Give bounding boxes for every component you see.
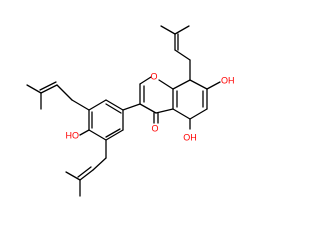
- carbonyl-bond: [153, 112, 159, 124]
- prenyl-chain-c3prime: [26, 81, 90, 111]
- hydroxyl-4prime-label: HO: [66, 130, 80, 140]
- ring-b-bonds: [88, 99, 124, 141]
- chemical-structure: O O OH OH HO: [26, 25, 235, 197]
- atom-labels: O O OH OH HO: [66, 71, 235, 142]
- prenyl-chain-c8: [160, 25, 191, 81]
- ring-c-bonds: [139, 76, 174, 114]
- prenyl-chain-c5prime: [65, 139, 107, 197]
- hydroxyl-c5-label: OH: [183, 132, 197, 142]
- hydroxyl-bond-4prime: [79, 129, 90, 136]
- hydroxyl-bonds: [189, 81, 221, 130]
- bonds: [26, 25, 221, 197]
- ring-a-bonds: [172, 79, 208, 120]
- carbonyl-oxygen-label: O: [151, 123, 158, 133]
- ring-b-linker: [122, 103, 141, 111]
- ring-oxygen-label: O: [150, 71, 157, 81]
- hydroxyl-c7-label: OH: [221, 75, 235, 85]
